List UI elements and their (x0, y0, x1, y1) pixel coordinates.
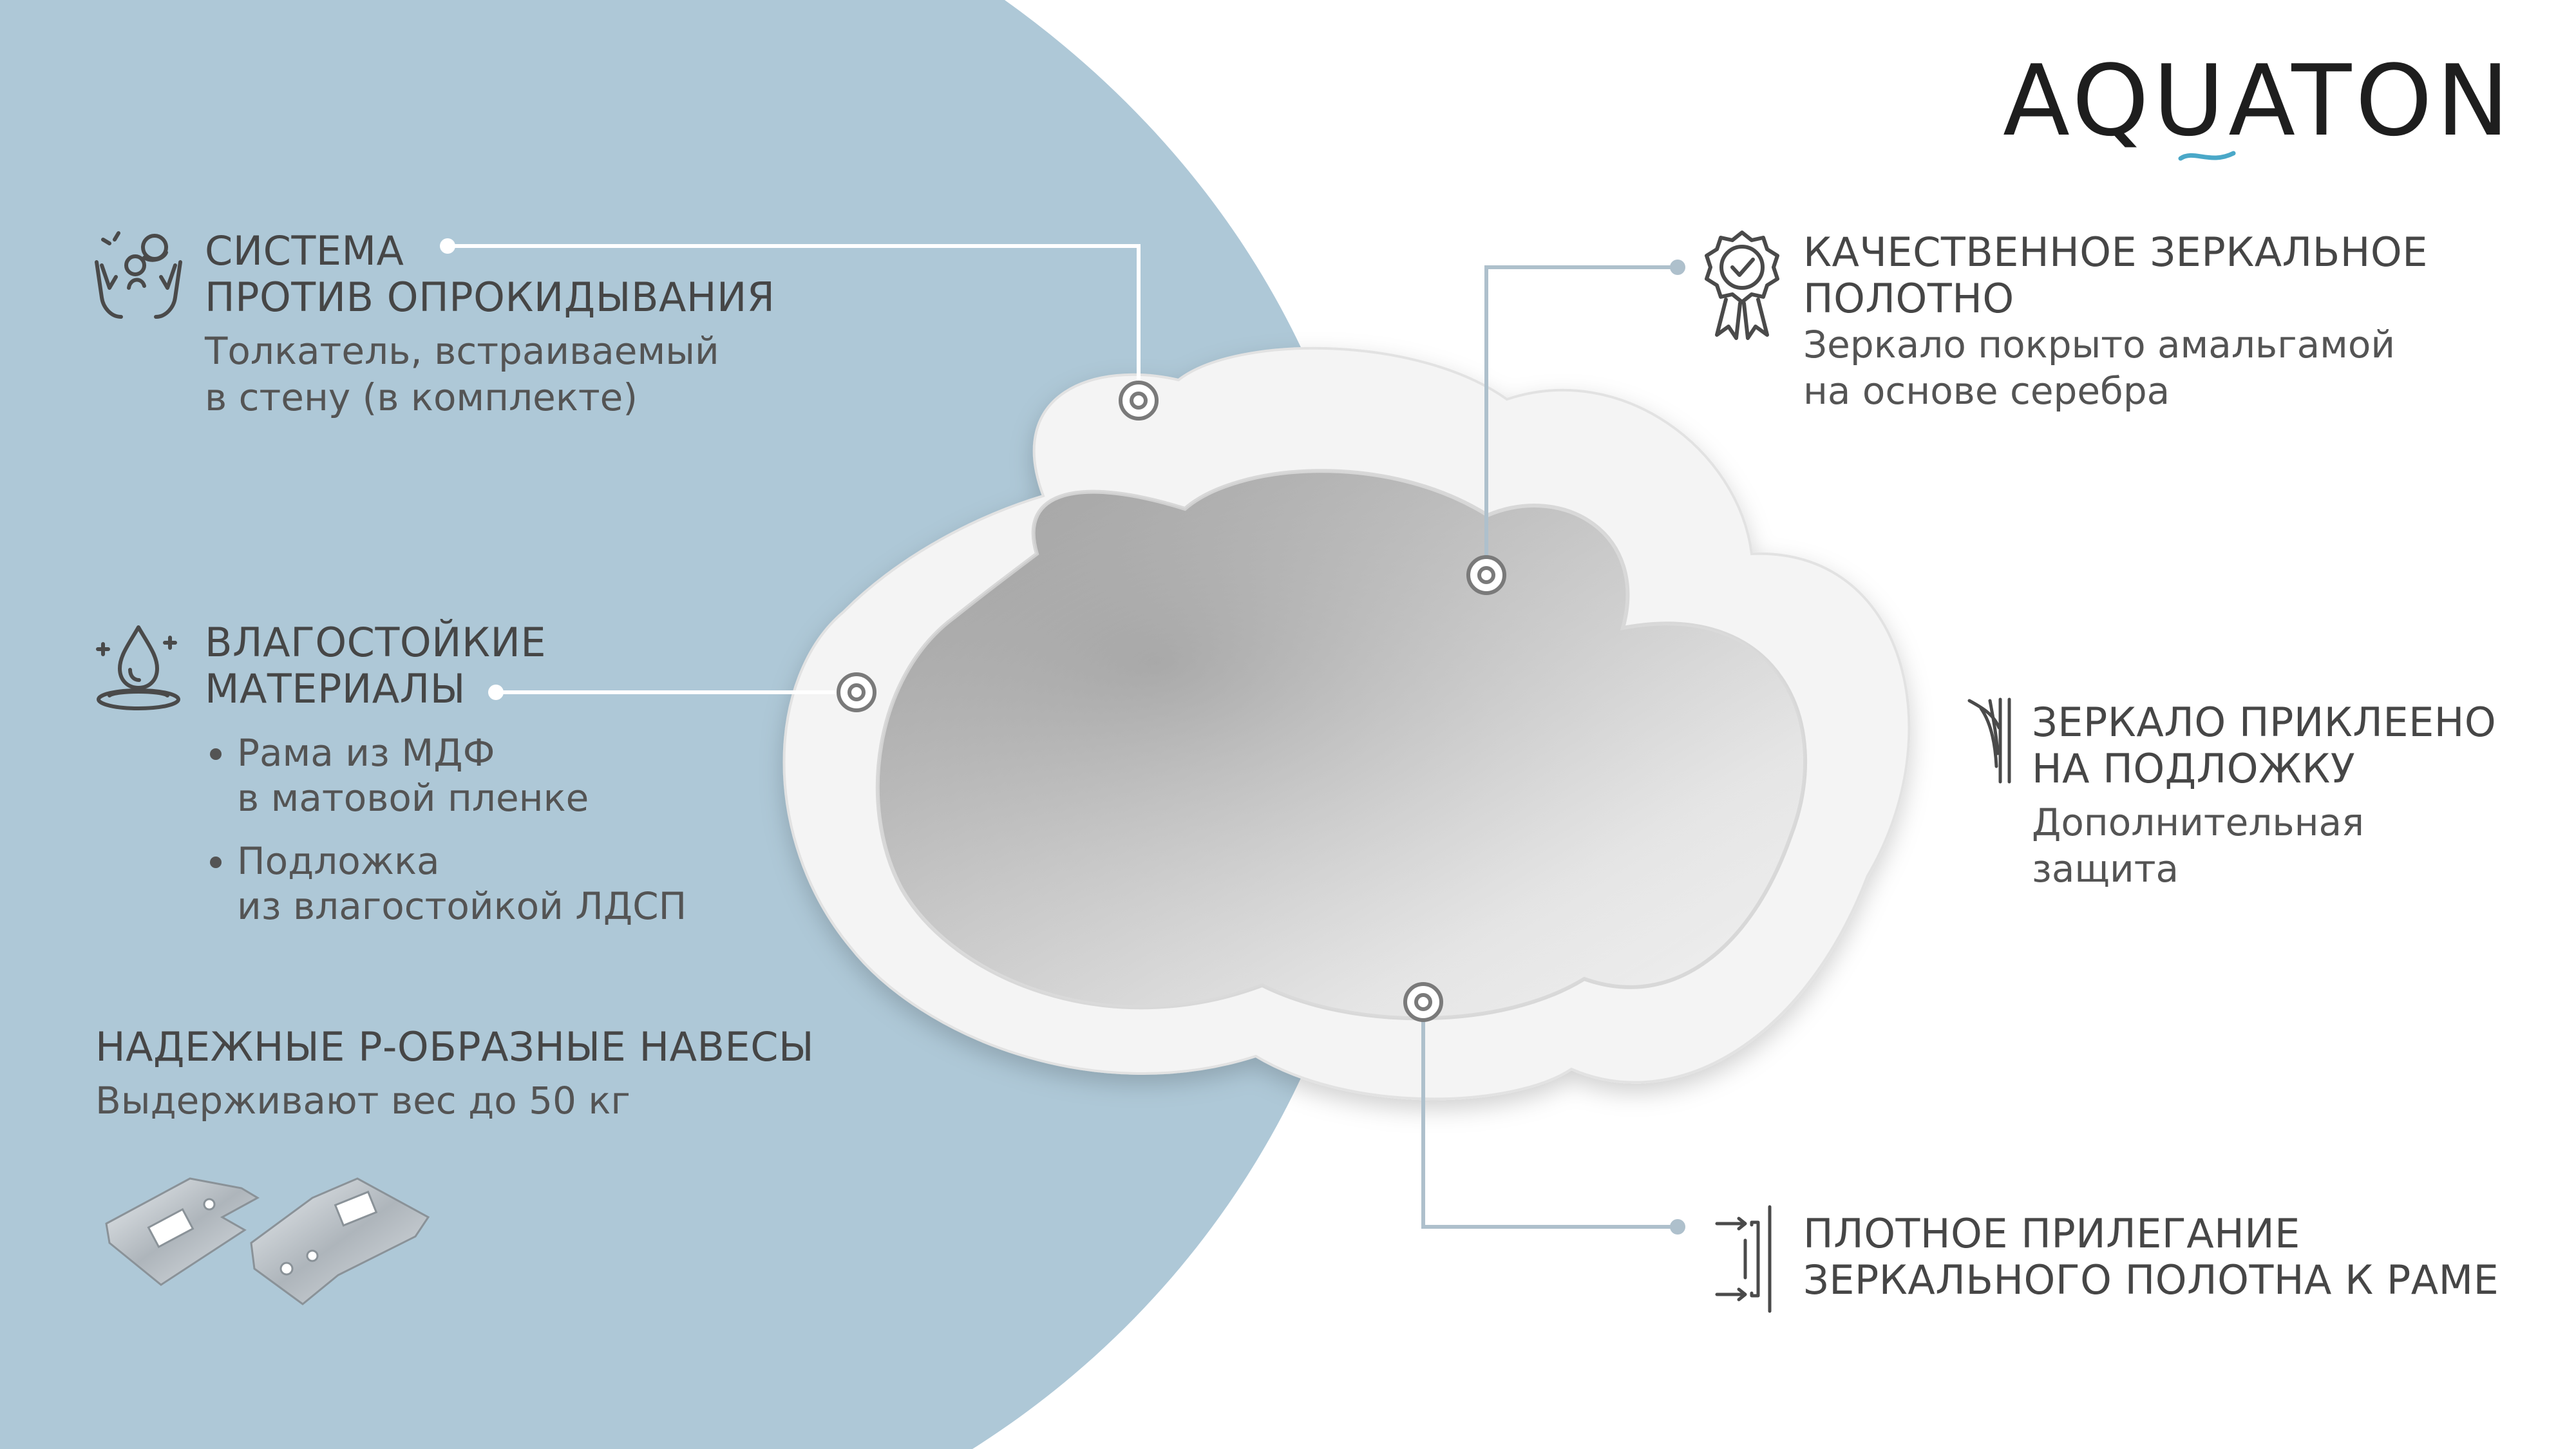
feature-moisture: ВЛАГОСТОЙКИЕ МАТЕРИАЛЫ Рама из МДФ в мат… (205, 620, 687, 929)
quality-badge-icon (1705, 231, 1779, 340)
feature-title-line: ВЛАГОСТОЙКИЕ (205, 619, 547, 666)
feature-tight-fit: ПЛОТНОЕ ПРИЛЕГАНИЕ ЗЕРКАЛЬНОГО ПОЛОТНА К… (1803, 1211, 2499, 1303)
bullet-line: в матовой пленке (237, 776, 589, 820)
feature-title-line: НА ПОДЛОЖКУ (2032, 745, 2356, 792)
bullet-item: Подложка из влагостойкой ЛДСП (205, 838, 687, 929)
bullet-line: Рама из МДФ (237, 731, 495, 775)
feature-desc-line: на основе серебра (1803, 369, 2170, 413)
bullet-dot (210, 857, 222, 868)
feature-glued: ЗЕРКАЛО ПРИКЛЕЕНО НА ПОДЛОЖКУ Дополнител… (2032, 699, 2497, 891)
feature-title: НАДЕЖНЫЕ Р-ОБРАЗНЫЕ НАВЕСЫ (95, 1023, 815, 1070)
bullet-item: Рама из МДФ в матовой пленке (205, 730, 687, 820)
family-hands-icon (95, 231, 182, 319)
feature-desc-line: защита (2032, 847, 2179, 891)
feature-title-line: СИСТЕМА (205, 227, 404, 274)
feature-title-line: КАЧЕСТВЕННОЕ ЗЕРКАЛЬНОЕ (1803, 229, 2428, 276)
connector-lines-left (448, 244, 1141, 694)
feature-title-line: ПРОТИВ ОПРОКИДЫВАНИЯ (205, 274, 775, 321)
water-drop-icon (96, 625, 180, 710)
brand-logo: AQUATON (2003, 44, 2514, 158)
glue-layer-icon (1967, 697, 2011, 784)
logo-swoosh-icon (2178, 151, 2236, 161)
feature-title-line: ПОЛОТНО (1803, 275, 2014, 322)
bullet-line: Подложка (237, 839, 440, 883)
feature-hinges: НАДЕЖНЫЕ Р-ОБРАЗНЫЕ НАВЕСЫ Выдерживают в… (95, 1024, 814, 1122)
mirror-markers (837, 381, 1506, 1022)
bullet-line: из влагостойкой ЛДСП (237, 884, 687, 928)
feature-title-line: ЗЕРКАЛЬНОГО ПОЛОТНА К РАМЕ (1803, 1256, 2499, 1303)
bullet-dot (210, 748, 222, 760)
feature-title-line: ПЛОТНОЕ ПРИЛЕГАНИЕ (1803, 1210, 2300, 1257)
feature-desc: Выдерживают вес до 50 кг (95, 1079, 630, 1122)
frame-fit-icon (1715, 1205, 1772, 1313)
feature-title-line: МАТЕРИАЛЫ (205, 665, 466, 712)
feature-title-line: ЗЕРКАЛО ПРИКЛЕЕНО (2032, 699, 2497, 746)
connector-endpoints (440, 238, 1685, 1235)
feature-desc-line: Зеркало покрыто амальгамой (1803, 323, 2396, 366)
feature-desc-line: Толкатель, встраиваемый (205, 329, 719, 373)
feature-desc-line: Дополнительная (2032, 800, 2364, 844)
p-shaped-hinges-image (105, 1177, 430, 1305)
connector-lines-right (1421, 265, 1678, 1229)
feature-anti-tip: СИСТЕМА ПРОТИВ ОПРОКИДЫВАНИЯ Толкатель, … (205, 228, 775, 419)
feature-quality: КАЧЕСТВЕННОЕ ЗЕРКАЛЬНОЕ ПОЛОТНО Зеркало … (1803, 229, 2428, 413)
feature-desc-line: в стену (в комплекте) (205, 375, 638, 419)
